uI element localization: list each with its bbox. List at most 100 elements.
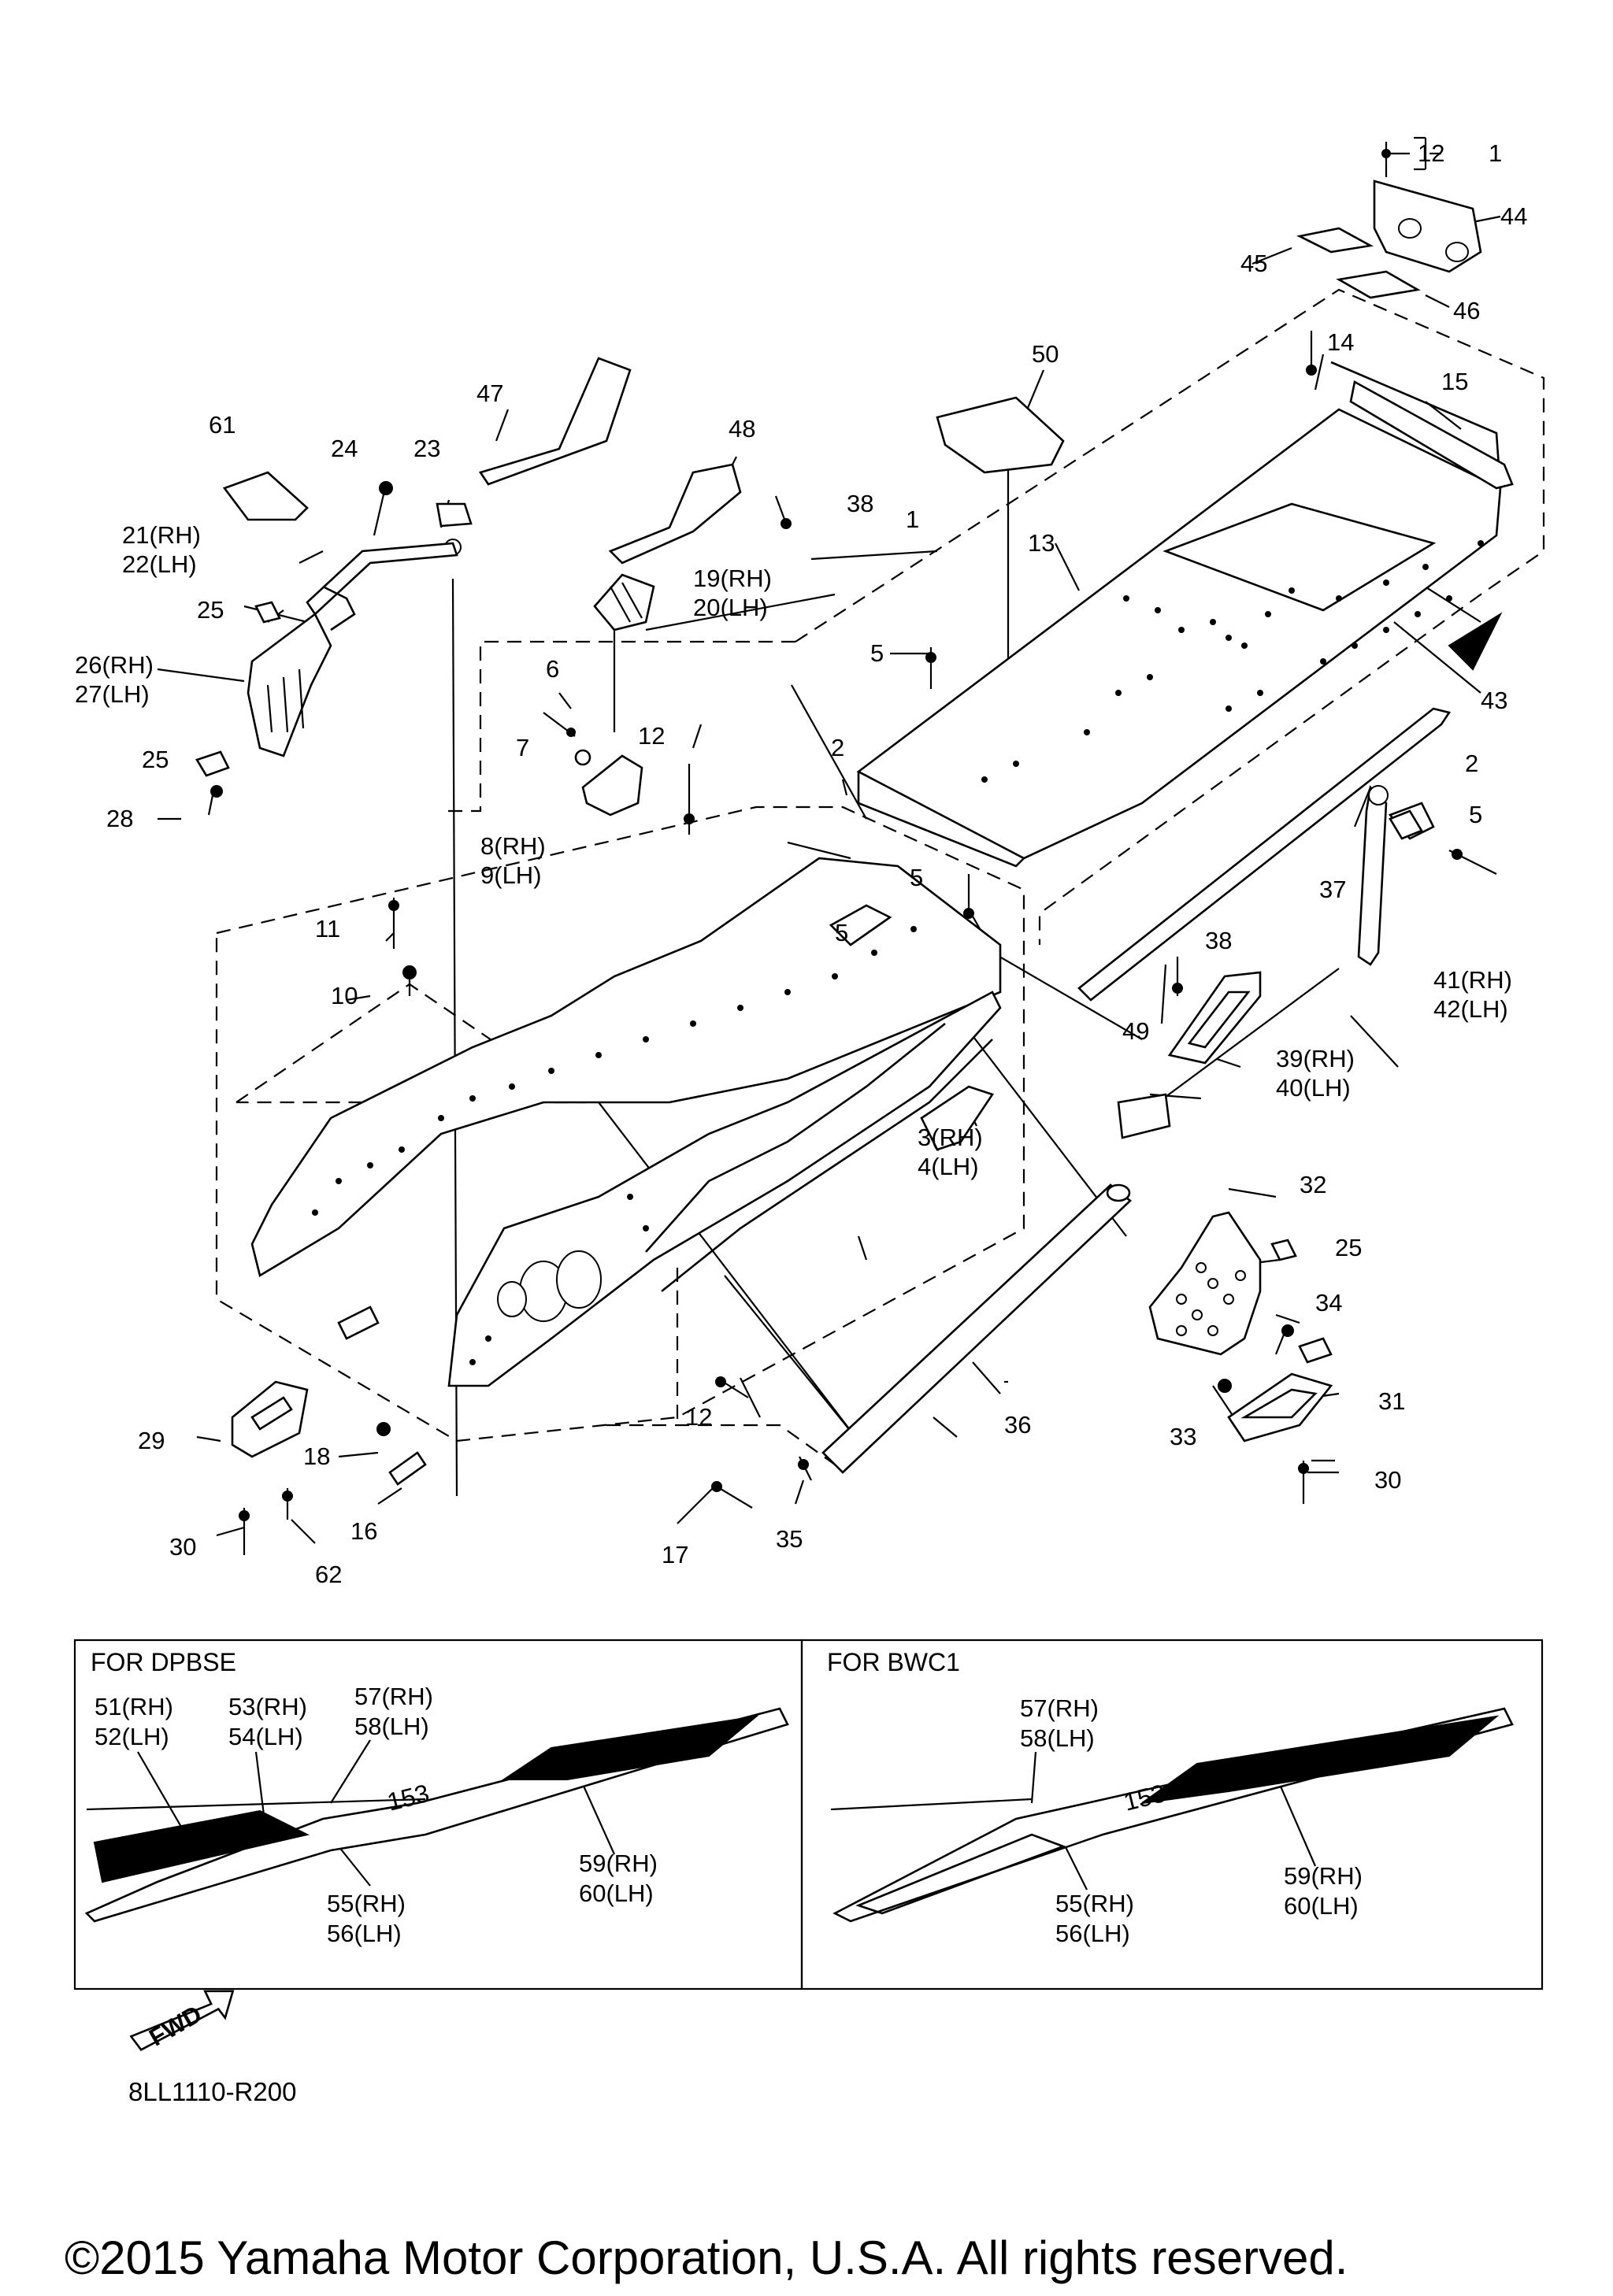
part-10-bolt <box>402 965 417 996</box>
part-19-20-cover <box>593 573 655 631</box>
callout-2-mid: 2 <box>831 734 844 761</box>
part-41-42-strap <box>1357 785 1435 966</box>
part-35-rivet <box>798 1456 812 1481</box>
part-8-9-bracket <box>581 754 643 817</box>
callout-22: 22(LH) <box>122 550 197 578</box>
callout-14: 14 <box>1327 328 1354 356</box>
part-50-pad <box>936 396 1065 474</box>
part-12-rivet-lower <box>715 1376 749 1398</box>
part-48-pad <box>608 463 742 565</box>
callout-18: 18 <box>303 1442 330 1470</box>
callout-11: 11 <box>315 915 340 942</box>
part-44-rear-bumper-bracket <box>1373 142 1482 273</box>
decal-left-label-57: 57(RH) <box>354 1683 433 1710</box>
callout-29: 29 <box>138 1427 165 1454</box>
callout-25-c: 25 <box>1335 1234 1362 1261</box>
part-17-rivet <box>711 1481 753 1509</box>
callout-8: 8(RH) <box>480 832 546 860</box>
callout-7: 7 <box>516 734 529 761</box>
part-25-clip-a <box>254 601 281 624</box>
decal-box-right: FOR BWC1 57(RH) 58(LH) 55(RH) 56(LH) 59(… <box>800 1639 1544 1990</box>
callout-13: 13 <box>1028 529 1055 557</box>
callout-15: 15 <box>1441 368 1468 395</box>
callout-3: 3(RH) <box>918 1124 983 1151</box>
callout-16: 16 <box>350 1517 377 1545</box>
part-37-rail <box>1077 707 1452 1002</box>
decal-right-label-56: 56(LH) <box>1055 1920 1130 1947</box>
fwd-arrow-text: FWD <box>144 2000 206 2052</box>
part-49-block <box>1117 1093 1171 1139</box>
decal-left-label-59: 59(RH) <box>579 1850 658 1877</box>
tunnel-group-outline <box>795 288 1545 945</box>
part-frame-chassis <box>250 857 1002 1387</box>
callout-27: 27(LH) <box>75 680 150 708</box>
callout-12-top: 12 <box>1418 139 1444 167</box>
callout-2-right: 2 <box>1465 750 1478 777</box>
decal-left-label-53: 53(RH) <box>228 1693 307 1720</box>
callout-5-a: 5 <box>870 639 884 667</box>
part-14-rivet <box>1306 331 1317 376</box>
part-39-40-bracket-window <box>1187 991 1251 1049</box>
callout-31: 31 <box>1378 1387 1405 1415</box>
part-3-4-bracket <box>920 1085 995 1151</box>
callout-48: 48 <box>729 415 755 443</box>
part-46-pad <box>1336 270 1421 299</box>
part-38-rivet-b <box>1172 957 1183 996</box>
decal-left-label-55: 55(RH) <box>327 1890 406 1917</box>
callout-25-a: 25 <box>197 596 224 624</box>
callout-23: 23 <box>413 435 440 462</box>
part-11-rivet <box>388 898 399 949</box>
part-25-clip-c <box>1270 1239 1297 1261</box>
callout-37: 37 <box>1319 876 1346 903</box>
callout-6: 6 <box>546 655 559 683</box>
callout-42: 42(LH) <box>1433 995 1508 1023</box>
part-38-rivet-a <box>774 495 792 529</box>
part-43-strip <box>1448 612 1503 671</box>
part-12-rivet <box>684 764 695 835</box>
decal-right-label-55: 55(RH) <box>1055 1890 1134 1917</box>
frame-bottom-outline <box>606 1268 836 1465</box>
callout-12-low: 12 <box>685 1403 712 1431</box>
callout-26: 26(RH) <box>75 651 154 679</box>
decal-right-label-58: 58(LH) <box>1020 1724 1095 1752</box>
part-16-plate <box>388 1451 427 1486</box>
decal-left-label-58: 58(LH) <box>354 1713 429 1740</box>
decal-left-label-60: 60(LH) <box>579 1879 654 1907</box>
callout-50: 50 <box>1032 340 1059 368</box>
decal-right-label-60: 60(LH) <box>1284 1892 1359 1920</box>
callout-47: 47 <box>476 380 503 407</box>
decal-left-label-54: 54(LH) <box>228 1723 303 1750</box>
part-30-rivet-right <box>1298 1461 1309 1504</box>
part-21-22-hook <box>322 585 356 631</box>
part-24-bolt <box>373 481 393 536</box>
callout-24: 24 <box>331 435 358 462</box>
decal-right-label-59: 59(RH) <box>1284 1862 1363 1890</box>
part-32-bracket <box>1148 1211 1262 1356</box>
callout-46: 46 <box>1453 297 1480 324</box>
tunnel-group-outline-left <box>441 640 795 813</box>
part-5-rivet-c <box>963 874 974 919</box>
callout-19: 19(RH) <box>693 565 772 592</box>
part-61-cover <box>222 471 309 521</box>
callout-9: 9(LH) <box>480 861 542 889</box>
decal-box-left: FOR DPBSE 51(RH) 52(LH) 53(RH) 54(LH) 57… <box>73 1639 803 1990</box>
callout-5-c: 5 <box>910 864 923 891</box>
part-30-rivet-left <box>239 1508 250 1555</box>
part-34-screw <box>1274 1324 1333 1364</box>
callout-1-top: 1 <box>1489 139 1502 167</box>
callout-33: 33 <box>1170 1423 1196 1450</box>
callout-43: 43 <box>1481 687 1507 714</box>
part-21-22-bar <box>306 542 458 616</box>
callout-12-mid: 12 <box>638 722 665 750</box>
callout-21: 21(RH) <box>122 521 201 549</box>
part-25-clip-b <box>195 750 230 777</box>
callout-10: 10 <box>331 982 358 1009</box>
part-26-27-bracket <box>247 613 332 757</box>
part-31-cover <box>1227 1372 1333 1442</box>
part-18-bolt <box>376 1422 391 1436</box>
callout-17: 17 <box>662 1541 688 1568</box>
part-6-rivet <box>543 712 576 737</box>
callout-labels: 12 1 44 45 46 50 14 15 47 48 61 24 23 38… <box>75 139 1527 1588</box>
part-5-rivet-b <box>1389 809 1497 875</box>
